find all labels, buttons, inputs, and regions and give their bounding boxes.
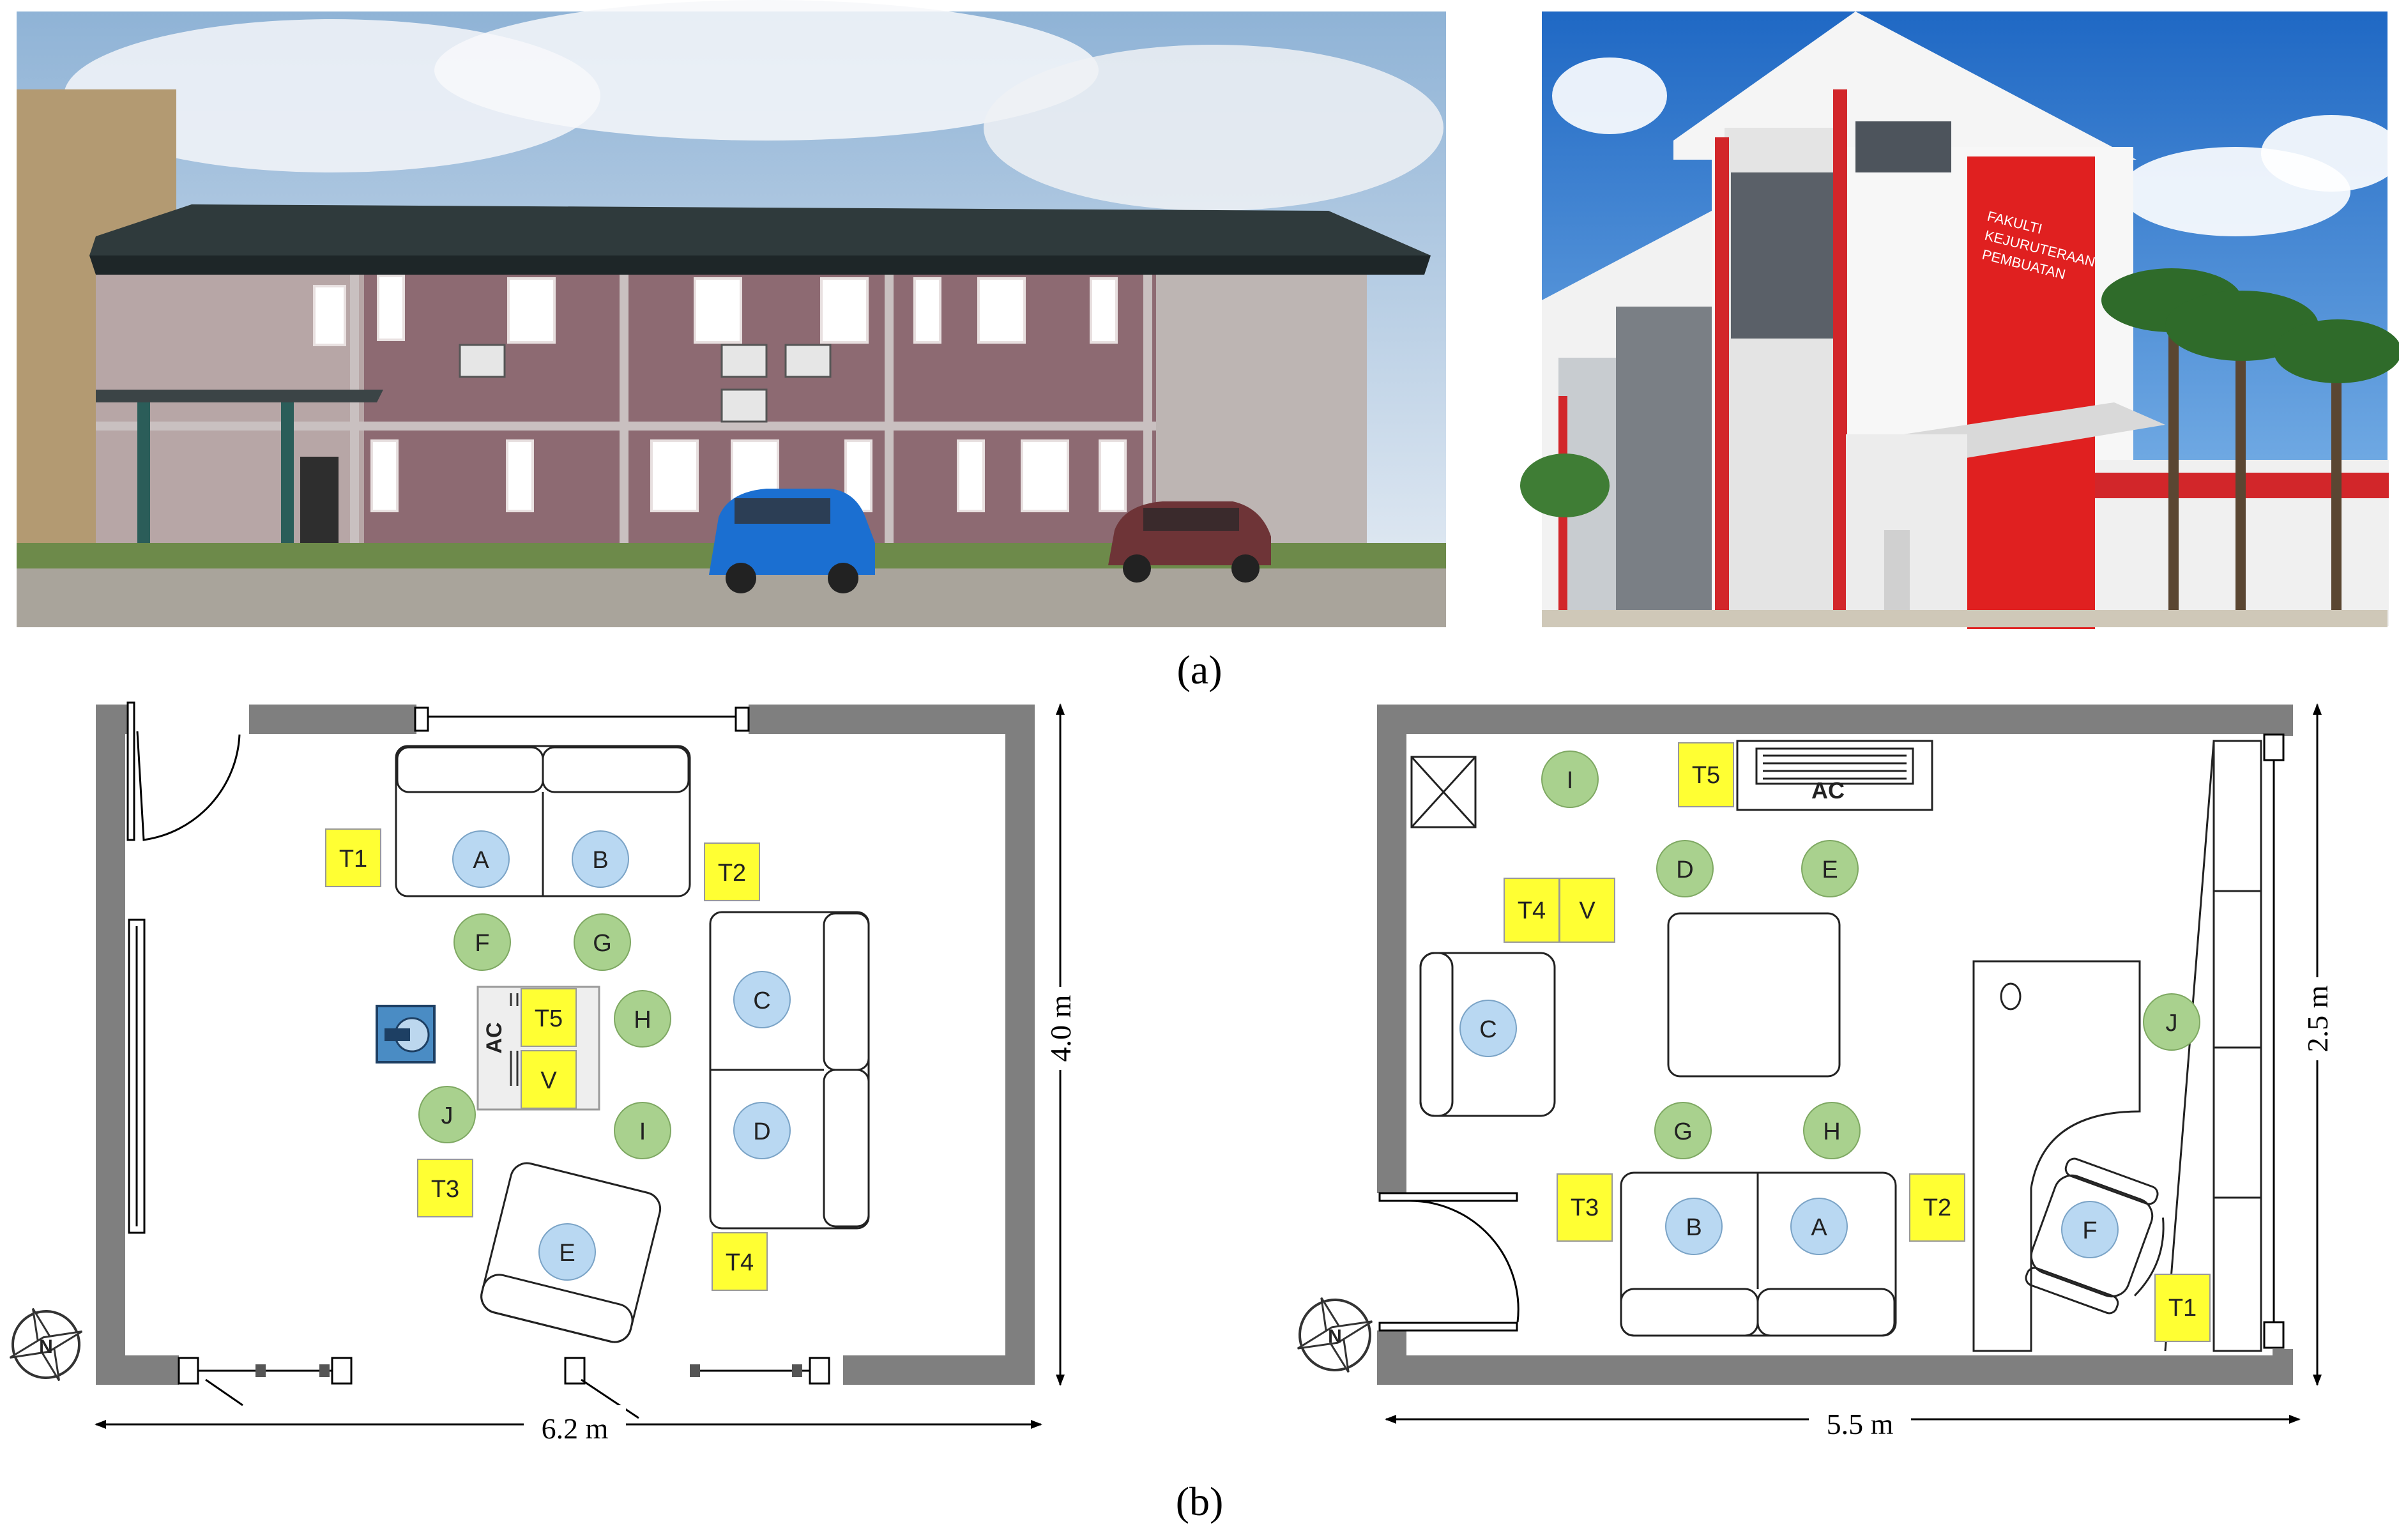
seat-marker: E xyxy=(538,1223,596,1281)
compass-right-label: N xyxy=(1328,1326,1342,1347)
photo-faculty-building: FAKULTI KEJURUTERAAN PEMBUATAN xyxy=(1520,11,2399,629)
sensor-label: T3 xyxy=(1571,1194,1599,1221)
seat-label: B xyxy=(592,847,608,874)
seat-label: C xyxy=(753,987,770,1014)
seat-label: A xyxy=(1811,1214,1827,1241)
standing-marker: J xyxy=(2143,993,2200,1051)
sensor-label: T4 xyxy=(1518,897,1546,924)
blue-car xyxy=(709,489,875,593)
standing-marker: J xyxy=(418,1086,476,1143)
sensor-tag: T5 xyxy=(1678,742,1734,807)
sensor-label: V xyxy=(1579,897,1596,924)
ac-label-left: AC xyxy=(482,1022,506,1053)
sensor-label: T3 xyxy=(431,1176,459,1203)
standing-label: I xyxy=(1567,767,1574,794)
desk xyxy=(1972,960,2141,1352)
sensor-tag: T1 xyxy=(325,828,381,887)
standing-marker: I xyxy=(1541,751,1599,808)
sensor-tag: V xyxy=(521,1050,577,1109)
floor-plan-right: AC 5.5 m 2.5 xyxy=(1297,703,2336,1440)
sensor-tag: T3 xyxy=(417,1159,473,1217)
table xyxy=(1667,912,1841,1078)
sensor-label: T2 xyxy=(718,860,746,887)
sensor-label: T5 xyxy=(535,1005,563,1032)
sensor-tag: T4 xyxy=(712,1232,768,1291)
height-label-right: 2.5 m xyxy=(2301,985,2334,1052)
caption-b: (b) xyxy=(1176,1479,1224,1524)
sensor-tag: T2 xyxy=(704,842,760,901)
standing-label: G xyxy=(593,930,612,957)
sensor-label: T1 xyxy=(339,846,367,873)
standing-marker: G xyxy=(574,913,631,971)
markers-right: A B C F D E G H I J T1 T2 T3 T4 T5 V xyxy=(1459,742,2211,1342)
seat-marker: A xyxy=(452,830,510,888)
cabinet xyxy=(2164,740,2262,1352)
seat-marker: B xyxy=(1665,1198,1723,1255)
seat-marker: D xyxy=(733,1102,791,1159)
standing-marker: F xyxy=(453,913,511,971)
red-car xyxy=(1108,501,1271,583)
seat-label: B xyxy=(1686,1214,1702,1241)
seat-label: D xyxy=(753,1118,770,1145)
standing-label: D xyxy=(1676,857,1693,883)
height-label-left: 4.0 m xyxy=(1044,995,1077,1062)
compass-left-icon xyxy=(9,1307,83,1382)
sofa-top xyxy=(395,745,691,897)
seat-marker: C xyxy=(733,971,791,1028)
armchair-e xyxy=(480,1162,662,1343)
storage-box xyxy=(1410,756,1477,828)
photo-old-building xyxy=(17,0,1446,627)
standing-label: E xyxy=(1822,857,1838,883)
sensor-tag: V xyxy=(1559,878,1615,943)
standing-label: J xyxy=(441,1102,453,1129)
seat-label: F xyxy=(2082,1217,2097,1244)
caption-a: (a) xyxy=(1177,647,1222,692)
standing-marker: E xyxy=(1801,840,1859,897)
sensor-label: T2 xyxy=(1923,1194,1951,1221)
seat-label: E xyxy=(559,1240,575,1267)
sensor-label: T4 xyxy=(726,1249,754,1276)
sofa-bottom xyxy=(1620,1171,1897,1337)
standing-label: G xyxy=(1673,1118,1693,1145)
standing-marker: H xyxy=(614,990,671,1048)
ac-unit-right xyxy=(1736,740,1933,811)
standing-label: J xyxy=(2166,1010,2178,1037)
standing-marker: G xyxy=(1654,1102,1712,1159)
width-label-left: 6.2 m xyxy=(542,1412,609,1445)
sensor-tag: T1 xyxy=(2154,1274,2211,1342)
ac-label-right: AC xyxy=(1811,777,1845,804)
seat-label: C xyxy=(1479,1016,1497,1043)
markers-left: A B C D E F G H I J T1 T2 T3 T4 T5 V xyxy=(325,828,791,1291)
sensor-label: T5 xyxy=(1692,762,1720,789)
standing-marker: D xyxy=(1656,840,1714,897)
sensor-tag: T2 xyxy=(1909,1173,1965,1242)
sensor-tag: T4 xyxy=(1504,878,1560,943)
sensor-label: V xyxy=(540,1067,557,1094)
standing-label: I xyxy=(639,1118,646,1145)
standing-label: H xyxy=(634,1007,651,1033)
seat-marker: A xyxy=(1790,1198,1848,1255)
sensor-tag: T5 xyxy=(521,988,577,1047)
standing-label: H xyxy=(1823,1118,1840,1145)
sensor-label: T1 xyxy=(2168,1295,2197,1322)
seat-marker: F xyxy=(2061,1201,2119,1258)
armchair-c xyxy=(1419,952,1556,1117)
width-label-right: 5.5 m xyxy=(1827,1408,1894,1440)
seat-label: A xyxy=(473,847,489,874)
office-chair-f xyxy=(2025,1157,2165,1315)
sensor-tag: T3 xyxy=(1557,1173,1613,1242)
standing-marker: H xyxy=(1803,1102,1861,1159)
seat-marker: C xyxy=(1459,1000,1517,1057)
sofa-right xyxy=(709,911,870,1230)
compass-left-label: N xyxy=(39,1336,53,1357)
standing-marker: I xyxy=(614,1102,671,1159)
compass-right-icon xyxy=(1297,1297,1373,1373)
standing-label: F xyxy=(475,930,489,957)
seat-marker: B xyxy=(572,830,629,888)
